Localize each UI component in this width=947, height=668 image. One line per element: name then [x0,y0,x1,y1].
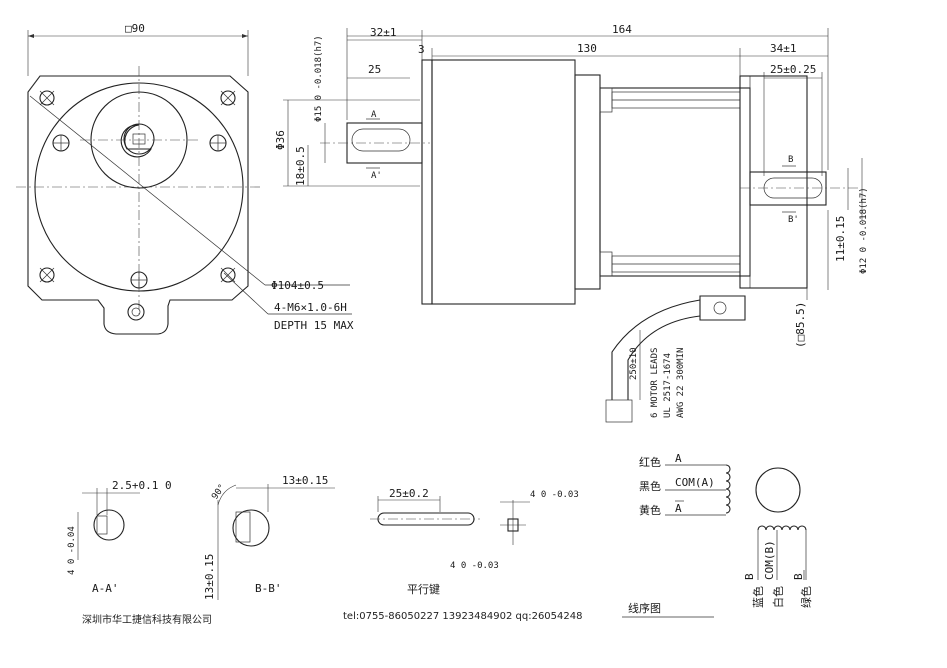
dim-flat-rear: 11±0.15 [834,216,847,262]
side-view: A A' B B' 164 32±1 3 130 34±1 25 25±0.25… [274,23,869,423]
key-dim-len: 25±0.2 [389,487,429,500]
aa-label: A-A' [92,582,119,595]
lead-note-line2: UL 2517-1674 [663,353,673,418]
wire-white: 白色 [771,586,785,608]
mounting-hole-tr [220,90,236,106]
coil-b [757,525,807,531]
motor-body-front [431,59,576,305]
section-b: B [788,155,793,165]
pcd-leader [29,95,266,286]
dim-total: 164 [612,23,632,36]
cable-lead [611,299,701,400]
wiring-title: 线序图 [628,601,661,615]
wire-blue: 蓝色 [751,586,765,608]
wire-b-bar: B [792,573,805,580]
bb-dim-h: 13±0.15 [203,554,216,600]
wire-a: A [675,452,682,465]
cable-exit [699,295,746,321]
flange-chamfer [27,75,41,93]
dim-pilot-dia: Φ36 [274,130,287,150]
dim-shaft-front: 32±1 [370,26,397,39]
side-flange [421,59,433,305]
mounting-hole-tl [39,90,55,106]
lead-note-line1: 6 MOTOR LEADS [650,348,660,418]
lead-ends [605,399,633,423]
hole-note-line2: DEPTH 15 MAX [274,319,354,332]
front-key [351,128,411,152]
motor-body-mid [574,74,601,290]
dim-shaft-front-dia: Φ15 0 -0.018(h7) [314,35,324,122]
bb-label: B-B' [255,582,282,595]
dim-body: 130 [577,42,597,55]
front-view: Φ104±0.5 4-M6×1.0-6H DEPTH 15 MAX □90 [16,22,354,335]
dim-shaft-rear-dia: Φ12 0 -0.018(h7) [859,187,869,274]
wire-com-a: COM(A) [675,476,715,489]
screw-bottom [130,271,148,289]
mounting-hole-bl [39,267,55,283]
wiring-diagram: 红色 黑色 黄色 A COM(A) A B COM(B) B 蓝色 白色 绿色 … [622,452,813,618]
section-aa: 2.5+0.1 0 4 0 -0.04 A-A' [67,479,172,595]
mounting-hole-br [220,267,236,283]
coil-a [725,464,731,514]
wire-a-bar: A [675,502,682,515]
cable-gland [127,303,145,321]
section-b-prime: B' [788,215,799,225]
section-a-prime: A' [371,171,382,181]
screw-right [209,134,227,152]
flange-outline [27,75,249,335]
aa-dim-h: 4 0 -0.04 [67,526,77,575]
lead-length: 250±10 [629,347,639,380]
parallel-key-detail: 25±0.2 平行键 4 0 -0.03 4 0 -0.03 [370,487,579,596]
wire-yellow: 黄色 [639,503,661,517]
rotor-circle [755,467,801,513]
footer-company: 深圳市华工捷信科技有限公司 [82,615,212,626]
hole-leader [223,272,269,315]
section-bb-circle [232,509,270,547]
wire-black: 黑色 [639,479,661,493]
section-a: A [371,110,377,120]
dim-flat-front: 18±0.5 [294,146,307,186]
screw-left [52,134,70,152]
section-bb: 90° 13±0.15 13±0.15 B-B' [203,474,335,600]
dim-square: (□85.5) [794,302,807,348]
rear-shaft [749,171,827,206]
wire-b: B [743,573,756,580]
footer-contact: tel:0755-86050227 13923484902 qq:2605424… [343,611,583,622]
wire-com-b: COM(B) [763,540,776,580]
section-aa-circle [93,509,125,541]
hole-note-line1: 4-M6×1.0-6H [274,301,347,314]
flange-dim: □90 [125,22,145,35]
wire-red: 红色 [639,455,661,469]
pcd-dim: Φ104±0.5 [271,279,324,292]
aa-dim-key: 2.5+0.1 0 [112,479,172,492]
motor-body-rear [599,87,751,277]
lead-note-line3: AWG 22 300MIN [676,348,686,418]
wire-green: 绿色 [799,586,813,608]
shaft-end-face [120,124,152,158]
key-label: 平行键 [407,582,440,596]
bb-dim-w: 13±0.15 [282,474,328,487]
key-dim-h: 4 0 -0.03 [450,561,499,571]
dim-key-rear: 25±0.25 [770,63,816,76]
dim-rear: 34±1 [770,42,797,55]
dim-key-front: 25 [368,63,381,76]
rear-cap [739,75,808,289]
dim-pilot: 3 [418,43,425,56]
key-dim-w: 4 0 -0.03 [530,490,579,500]
